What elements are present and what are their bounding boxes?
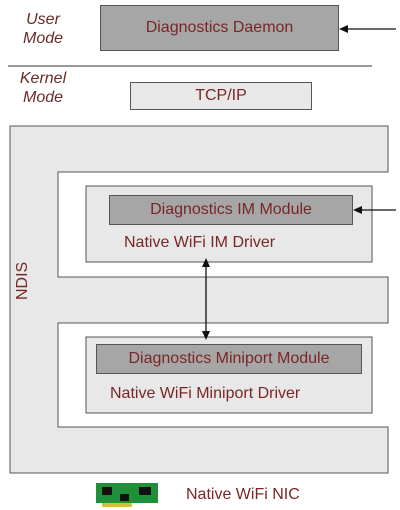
diagnostics-im-module-label: Diagnostics IM Module — [150, 201, 312, 218]
user-mode-line1: User — [26, 11, 60, 28]
diagnostics-miniport-module-box: Diagnostics Miniport Module — [96, 344, 362, 374]
user-mode-label: User Mode — [8, 10, 78, 48]
diagnostics-miniport-module-label: Diagnostics Miniport Module — [128, 350, 330, 367]
kernel-mode-line2: Mode — [22, 89, 64, 106]
user-mode-line2: Mode — [22, 30, 64, 47]
ndis-layer-shape — [9, 125, 389, 474]
native-wifi-im-driver-label: Native WiFi IM Driver — [124, 234, 276, 251]
diagnostics-daemon-label: Diagnostics Daemon — [145, 19, 294, 36]
native-wifi-miniport-driver-label: Native WiFi Miniport Driver — [110, 385, 301, 402]
tcpip-label: TCP/IP — [195, 87, 247, 104]
diagnostics-daemon-box: Diagnostics Daemon — [100, 5, 339, 51]
im-module-arrowhead — [353, 206, 362, 214]
ndis-label: NDIS — [14, 261, 31, 300]
daemon-arrowhead — [339, 25, 348, 33]
driver-link-arrowhead-top — [202, 258, 210, 267]
diagnostics-im-module-box: Diagnostics IM Module — [109, 195, 353, 225]
kernel-mode-line1: Kernel — [19, 70, 67, 87]
tcpip-box: TCP/IP — [130, 82, 312, 110]
kernel-mode-label: Kernel Mode — [8, 69, 78, 107]
nic-card-icon — [96, 483, 158, 507]
native-wifi-nic-label: Native WiFi NIC — [186, 486, 300, 503]
driver-link-arrowhead-bottom — [202, 331, 210, 340]
